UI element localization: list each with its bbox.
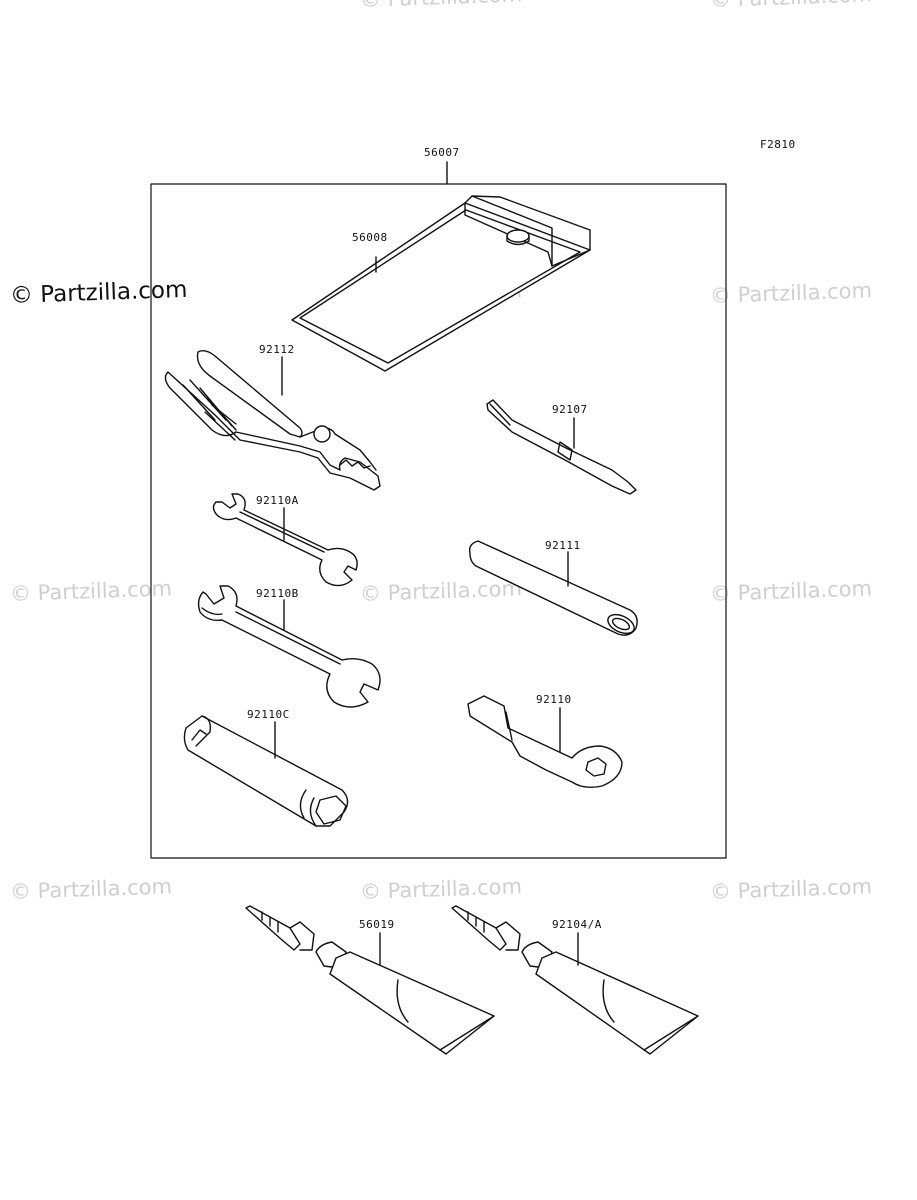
part-label-wrench-b[interactable]: 92110B bbox=[256, 587, 299, 600]
box-wrench-icon bbox=[467, 695, 623, 789]
part-label-case[interactable]: 56008 bbox=[352, 231, 388, 244]
part-label-pliers[interactable]: 92112 bbox=[259, 343, 295, 356]
part-label-kit[interactable]: 56007 bbox=[424, 146, 460, 159]
wrench-b-icon bbox=[197, 585, 381, 708]
part-label-plug-wrench[interactable]: 92110C bbox=[247, 708, 290, 721]
wrench-a-icon bbox=[212, 493, 358, 587]
grease-tube-1-icon bbox=[245, 905, 495, 1055]
handle-bar-icon bbox=[468, 540, 638, 636]
screwdriver-icon bbox=[486, 399, 637, 495]
kit-outline bbox=[150, 183, 727, 859]
part-label-screwdriver[interactable]: 92107 bbox=[552, 403, 588, 416]
part-label-box-wrench[interactable]: 92110 bbox=[536, 693, 572, 706]
part-label-handle[interactable]: 92111 bbox=[545, 539, 581, 552]
part-label-grease-2[interactable]: 92104/A bbox=[552, 918, 602, 931]
figure-code: F2810 bbox=[760, 138, 796, 151]
pliers-icon bbox=[164, 349, 381, 491]
tool-case-icon bbox=[291, 195, 591, 372]
part-label-wrench-a[interactable]: 92110A bbox=[256, 494, 299, 507]
plug-wrench-icon bbox=[183, 715, 349, 827]
grease-tube-2-icon bbox=[451, 905, 699, 1055]
part-label-grease-1[interactable]: 56019 bbox=[359, 918, 395, 931]
